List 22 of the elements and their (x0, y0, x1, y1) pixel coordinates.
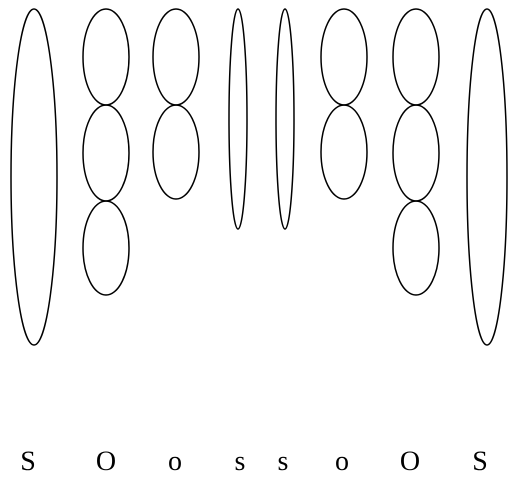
ellipse-shape (392, 200, 440, 296)
ellipse-shape (275, 8, 295, 230)
ellipse-shape (392, 104, 440, 202)
ellipse-shape (228, 8, 248, 230)
ellipse-shape (152, 8, 200, 106)
letter-label: o (168, 448, 182, 476)
letter-label: O (400, 448, 420, 476)
ellipse-shape (10, 8, 58, 346)
ellipse-shape (82, 104, 130, 202)
ellipse-shape (82, 8, 130, 106)
ellipse-shape (82, 200, 130, 296)
letter-label: S (472, 448, 488, 476)
ellipse-shape (320, 104, 368, 200)
letter-label: S (20, 448, 36, 476)
letter-label: s (234, 448, 246, 476)
ellipse-shape (392, 8, 440, 106)
ellipse-shape (152, 104, 200, 200)
letter-label: s (278, 448, 288, 476)
letter-label: O (96, 448, 116, 476)
ellipse-shape (466, 8, 508, 346)
ellipse-shape (320, 8, 368, 106)
letter-label: o (335, 448, 349, 476)
